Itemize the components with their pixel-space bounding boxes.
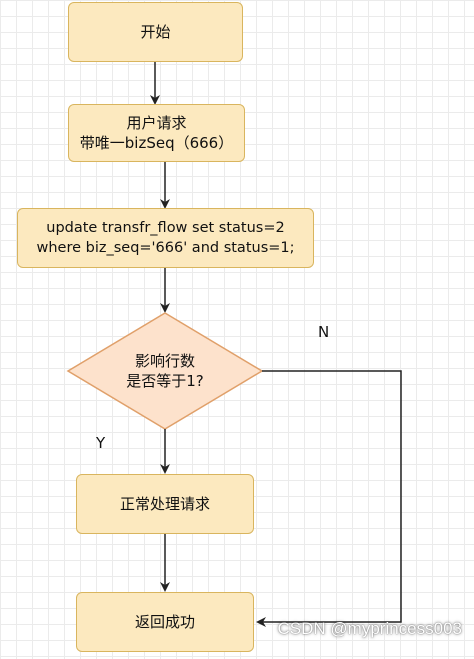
arrow-decision-to-return-no (256, 370, 402, 627)
no-label: N (318, 323, 330, 341)
yes-label: Y (96, 434, 106, 452)
csdn-watermark: CSDN @myprincess003 (277, 619, 462, 638)
update-sql-node: update transfr_flow set status=2 where b… (17, 208, 314, 268)
start-node: 开始 (68, 2, 243, 62)
user-request-node: 用户请求 带唯一bizSeq（666） (68, 104, 245, 162)
update-sql-line2: where biz_seq='666' and status=1; (36, 240, 295, 256)
return-label: 返回成功 (134, 613, 195, 631)
return-node: 返回成功 (76, 592, 254, 652)
decision-line1: 影响行数 (134, 352, 195, 370)
update-sql-line1: update transfr_flow set status=2 (46, 220, 285, 236)
user-request-line2: 带唯一bizSeq（666） (79, 134, 234, 152)
decision-node: 影响行数 是否等于1? (70, 336, 260, 406)
process-label: 正常处理请求 (119, 495, 210, 513)
user-request-line1: 用户请求 (126, 114, 187, 132)
process-node: 正常处理请求 (76, 474, 254, 534)
decision-line2: 是否等于1? (126, 372, 204, 390)
start-label: 开始 (140, 23, 171, 41)
